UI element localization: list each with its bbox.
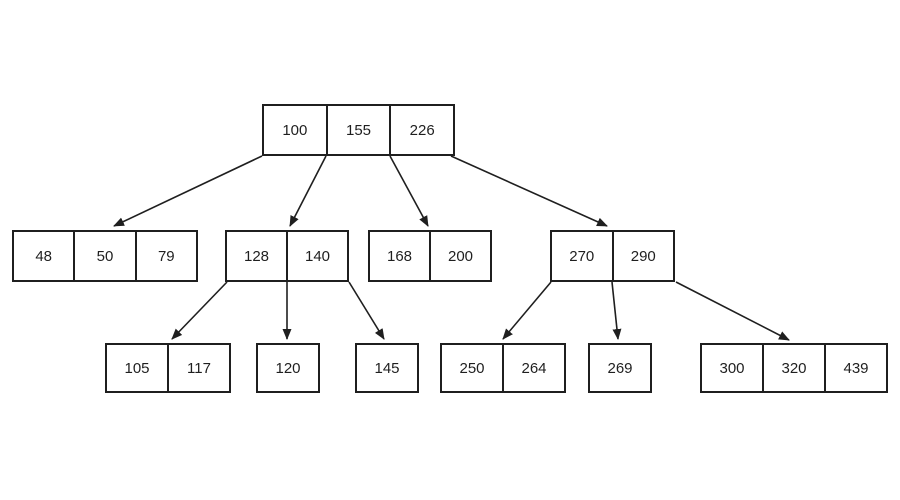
- node-168-200: 168 200: [368, 230, 492, 282]
- node-100-155-226: 100 155 226: [262, 104, 455, 156]
- leaf-120: 120: [256, 343, 320, 393]
- key-cell: 168: [386, 247, 413, 265]
- edge-root-to-node-48-50-79: [113, 155, 263, 227]
- node-128-140: 128 140: [225, 230, 349, 282]
- edge-node-270-290-to-leaf-250-264: [502, 281, 552, 340]
- leaf-145: 145: [355, 343, 419, 393]
- key-cell: 300: [719, 359, 745, 377]
- edge-root-to-node-168-200: [389, 155, 429, 227]
- leaf-250-264: 250 264: [440, 343, 566, 393]
- key-cell: 117: [167, 345, 229, 391]
- key-cell: 264: [502, 345, 564, 391]
- node-48-50-79: 48 50 79: [12, 230, 198, 282]
- key-cell: 48: [35, 247, 52, 265]
- key-cell: 100: [282, 121, 308, 139]
- key-cell: 270: [569, 247, 595, 265]
- key-cell: 120: [275, 359, 301, 377]
- key-cell: 155: [325, 106, 390, 154]
- key-cell: 250: [459, 359, 485, 377]
- key-cell: 50: [73, 232, 134, 280]
- key-cell: 140: [286, 232, 347, 280]
- edge-node-270-290-to-leaf-269: [611, 281, 622, 340]
- key-cell: 269: [607, 359, 633, 377]
- edge-node-270-290-to-leaf-300-320-439: [675, 281, 790, 341]
- key-cell: 439: [824, 345, 886, 391]
- key-cell: 226: [389, 106, 453, 154]
- leaf-269: 269: [588, 343, 652, 393]
- key-cell: 290: [611, 232, 674, 280]
- key-cell: 320: [762, 345, 824, 391]
- node-270-290: 270 290: [550, 230, 675, 282]
- edge-node-128-140-to-leaf-145: [348, 281, 385, 340]
- edge-root-to-node-270-290: [450, 155, 608, 227]
- key-cell: 200: [429, 232, 490, 280]
- key-cell: 128: [243, 247, 270, 265]
- key-cell: 145: [374, 359, 400, 377]
- leaf-300-320-439: 300 320 439: [700, 343, 888, 393]
- edge-root-to-node-128-140: [289, 155, 327, 227]
- leaf-105-117: 105 117: [105, 343, 231, 393]
- key-cell: 105: [124, 359, 150, 377]
- edge-node-128-140-to-leaf-105-117: [171, 281, 228, 340]
- key-cell: 79: [134, 232, 196, 280]
